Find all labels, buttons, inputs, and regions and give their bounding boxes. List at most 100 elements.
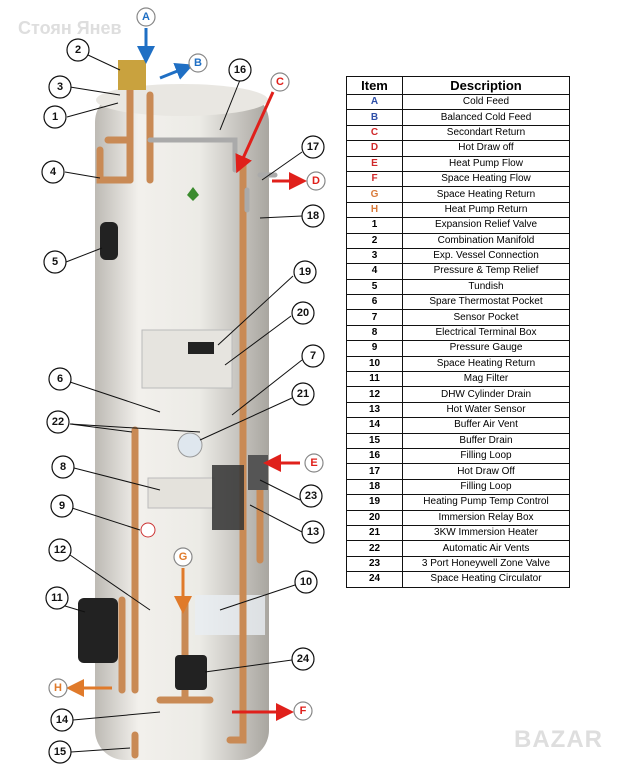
callout-circle xyxy=(293,260,317,284)
callout-text: 24 xyxy=(297,653,310,665)
item-description: Hot Draw off xyxy=(402,140,570,157)
callout-text: 6 xyxy=(57,373,63,385)
item-code: 23 xyxy=(346,555,403,573)
callout-H: H xyxy=(48,678,68,698)
item-code: G xyxy=(346,186,403,203)
callout-text: 2 xyxy=(75,44,81,56)
callout-21: 21 xyxy=(291,382,315,406)
callout-text: A xyxy=(142,11,150,23)
item-code: A xyxy=(346,93,403,111)
callout-circle xyxy=(50,708,74,732)
callout-A: A xyxy=(136,7,156,27)
item-description: Filling Loop xyxy=(402,478,570,496)
item-description: Filling Loop xyxy=(402,447,570,465)
callout-5: 5 xyxy=(43,250,67,274)
legend-header-row: Item Description xyxy=(346,76,570,95)
callout-text: 20 xyxy=(297,307,309,319)
item-description: Secondart Return xyxy=(402,124,570,142)
item-code: 17 xyxy=(346,463,403,480)
callout-text: C xyxy=(276,76,284,88)
callout-circle xyxy=(48,740,72,764)
callout-circle xyxy=(188,53,208,73)
callout-text: 1 xyxy=(52,111,58,123)
callout-circle xyxy=(291,647,315,671)
item-description: Spare Thermostat Pocket xyxy=(402,294,570,311)
callout-9: 9 xyxy=(50,494,74,518)
item-description: Heating Pump Temp Control xyxy=(402,494,570,511)
callout-circle xyxy=(294,570,318,594)
callout-24: 24 xyxy=(291,647,315,671)
item-description: Tundish xyxy=(402,278,570,296)
callout-text: 22 xyxy=(52,416,64,428)
callout-text: 15 xyxy=(54,746,66,758)
item-code: H xyxy=(346,201,403,219)
callout-3: 3 xyxy=(48,75,72,99)
callout-text: 21 xyxy=(297,388,309,400)
item-code: 18 xyxy=(346,478,403,496)
callout-text: G xyxy=(179,551,188,563)
item-description: DHW Cylinder Drain xyxy=(402,386,570,403)
callout-circle xyxy=(41,160,65,184)
callout-20: 20 xyxy=(291,301,315,325)
callout-circle xyxy=(301,204,325,228)
callout-text: 4 xyxy=(50,166,57,178)
callout-text: D xyxy=(312,175,320,187)
item-code: 22 xyxy=(346,540,403,557)
callout-E: E xyxy=(304,453,324,473)
item-code: 12 xyxy=(346,386,403,403)
callout-23: 23 xyxy=(299,484,323,508)
item-description: Expansion Relief Valve xyxy=(402,217,570,234)
callout-circle xyxy=(48,678,68,698)
callout-6: 6 xyxy=(48,367,72,391)
item-code: 15 xyxy=(346,432,403,449)
callout-15: 15 xyxy=(48,740,72,764)
callout-circle xyxy=(301,135,325,159)
callout-G: G xyxy=(173,547,193,567)
callout-text: 18 xyxy=(307,210,319,222)
item-code: 13 xyxy=(346,401,403,419)
callout-circle xyxy=(301,344,325,368)
callout-1: 1 xyxy=(43,105,67,129)
item-description: Combination Manifold xyxy=(402,232,570,249)
item-code: 21 xyxy=(346,524,403,542)
callout-labels: ABCDEFGH12345678910111213141516171819202… xyxy=(41,7,326,764)
callout-circle xyxy=(301,520,325,544)
item-description: Hot Water Sensor xyxy=(402,401,570,419)
item-code: 7 xyxy=(346,309,403,326)
item-code: D xyxy=(346,140,403,157)
flow-arrows xyxy=(66,28,307,721)
item-description: Exp. Vessel Connection xyxy=(402,247,570,265)
item-code: 19 xyxy=(346,494,403,511)
callout-text: 11 xyxy=(51,592,63,604)
item-description: Mag Filter xyxy=(402,371,570,388)
item-description: Buffer Drain xyxy=(402,432,570,449)
item-description: Space Heating Return xyxy=(402,186,570,203)
item-description: Heat Pump Flow xyxy=(402,155,570,172)
callout-C: C xyxy=(270,72,290,92)
callout-text: 7 xyxy=(310,350,316,362)
callout-circle xyxy=(48,538,72,562)
item-code: 9 xyxy=(346,340,403,357)
callout-11: 11 xyxy=(45,586,69,610)
